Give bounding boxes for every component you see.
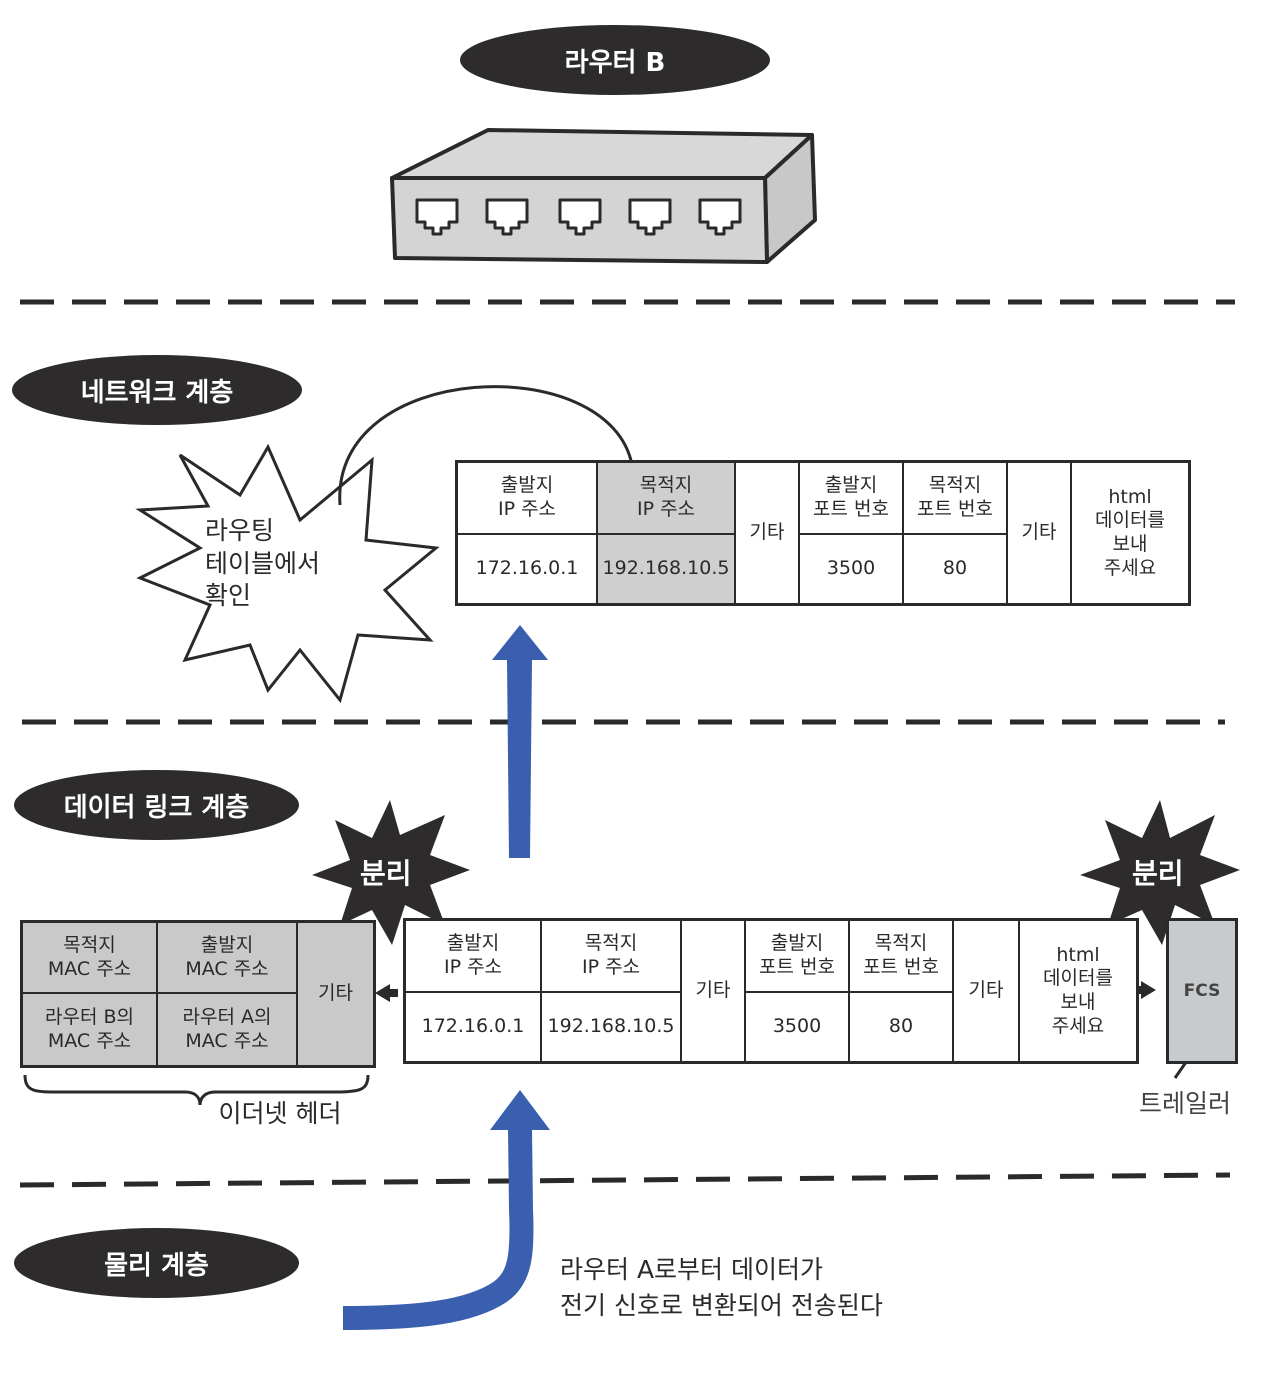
port-icon <box>558 198 602 236</box>
split-burst-right <box>1080 800 1240 945</box>
fcs-field: FCS <box>1166 918 1238 1064</box>
etc-field: 기타 <box>695 979 731 1002</box>
up-arrow-upper <box>492 625 548 858</box>
starburst-shape <box>135 443 440 704</box>
trailer-label: 트레일러 <box>1138 1089 1231 1118</box>
dst-port-label: 목적지 포트 번호 <box>850 921 952 993</box>
dst-port-value: 80 <box>888 1015 914 1038</box>
payload-data: html 데이터를 보내 주세요 <box>1043 943 1113 1037</box>
right-arrow-icon <box>1133 981 1156 999</box>
brace-shape <box>23 1074 370 1106</box>
routing-note-line: 확인 <box>205 581 252 610</box>
routing-note-line: 테이블에서 <box>205 548 321 578</box>
split-label-left: 분리 <box>360 857 412 890</box>
etc-field: 기타 <box>968 979 1004 1002</box>
etc-field: 기타 <box>318 982 353 1005</box>
physical-layer-pill: 물리 계층 <box>14 1228 299 1298</box>
physical-note-line: 라우터 A로부터 데이터가 <box>560 1255 823 1284</box>
network-layer-pill: 네트워크 계층 <box>12 355 302 425</box>
src-port-value: 3500 <box>826 557 876 580</box>
port-icon <box>628 198 672 236</box>
etc-field: 기타 <box>1021 521 1057 544</box>
port-icon <box>485 198 529 236</box>
dst-ip-label: 목적지 IP 주소 <box>542 921 680 993</box>
separator-line <box>19 1172 1231 1188</box>
network-layer-label: 네트워크 계층 <box>80 377 234 408</box>
src-port-label: 출발지 포트 번호 <box>746 921 848 993</box>
src-ip-label: 출발지 IP 주소 <box>458 463 596 535</box>
dst-ip-value: 192.168.10.5 <box>547 1015 675 1038</box>
physical-note-line: 전기 신호로 변환되어 전송된다 <box>560 1291 883 1321</box>
port-icon <box>698 198 742 236</box>
src-ip-value: 172.16.0.1 <box>475 557 579 580</box>
src-ip-value: 172.16.0.1 <box>421 1015 525 1038</box>
dst-ip-value: 192.168.10.5 <box>602 557 730 580</box>
left-arrow-icon <box>375 984 398 1002</box>
payload-data: html 데이터를 보내 주세요 <box>1095 485 1165 579</box>
physical-layer-label: 물리 계층 <box>104 1250 209 1281</box>
ethernet-header-caption: 이더넷 헤더 <box>218 1099 342 1128</box>
datalink-layer-label: 데이터 링크 계층 <box>63 792 250 823</box>
src-port-value: 3500 <box>772 1015 822 1038</box>
routing-note-line: 라우팅 <box>205 516 275 545</box>
datalink-packet: 출발지 IP 주소 172.16.0.1 목적지 IP 주소 192.168.1… <box>403 918 1139 1064</box>
dst-mac-label: 목적지 MAC 주소 <box>23 923 158 994</box>
router-icon <box>390 128 817 264</box>
connector-line <box>338 385 634 506</box>
src-mac-value: 라우터 A의 MAC 주소 <box>158 994 298 1065</box>
router-title: 라우터 B <box>564 47 666 78</box>
routing-note: 라우팅 테이블에서 확인 <box>205 515 375 613</box>
dst-port-label: 목적지 포트 번호 <box>904 463 1006 535</box>
up-arrow-lower <box>342 1090 550 1330</box>
network-packet: 출발지 IP 주소 172.16.0.1 목적지 IP 주소 192.168.1… <box>455 460 1191 606</box>
port-icon <box>415 198 459 236</box>
src-port-label: 출발지 포트 번호 <box>800 463 902 535</box>
dst-ip-label: 목적지 IP 주소 <box>598 463 734 535</box>
physical-note: 라우터 A로부터 데이터가 전기 신호로 변환되어 전송된다 <box>560 1252 920 1325</box>
dst-port-value: 80 <box>942 557 968 580</box>
split-burst-left <box>312 800 470 945</box>
src-mac-label: 출발지 MAC 주소 <box>158 923 298 994</box>
dst-mac-value: 라우터 B의 MAC 주소 <box>23 994 158 1065</box>
etc-field: 기타 <box>749 521 785 544</box>
split-label-right: 분리 <box>1132 857 1184 890</box>
src-ip-label: 출발지 IP 주소 <box>406 921 540 993</box>
datalink-layer-pill: 데이터 링크 계층 <box>14 770 299 840</box>
router-title-pill: 라우터 B <box>460 25 770 95</box>
ethernet-header: 목적지 MAC 주소 출발지 MAC 주소 기타 라우터 B의 MAC 주소 라… <box>20 920 376 1068</box>
